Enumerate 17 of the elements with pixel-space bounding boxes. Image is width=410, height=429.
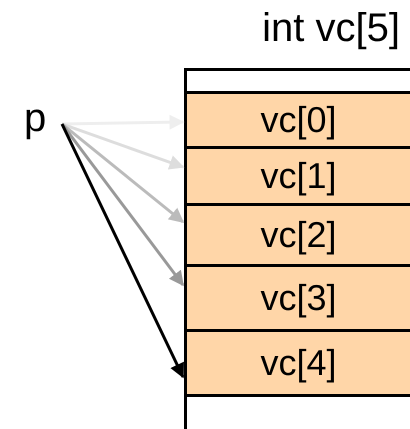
array-cell xyxy=(187,206,410,267)
pointer-arrow xyxy=(62,122,184,170)
array-cell xyxy=(187,149,410,206)
array-cell xyxy=(187,332,410,397)
pointer-arrow xyxy=(60,123,184,286)
pointer-arrow xyxy=(62,114,184,130)
cell-label: vc[0] xyxy=(260,102,337,138)
array-cell xyxy=(187,91,410,149)
pointer-arrow xyxy=(60,123,184,378)
cell-label: vc[4] xyxy=(260,345,337,381)
array-cell xyxy=(187,267,410,332)
cell-label: vc[1] xyxy=(260,158,337,194)
pointer-arrow xyxy=(61,122,184,224)
array-declaration: int vc[5] xyxy=(262,8,400,48)
cell-label: vc[2] xyxy=(260,217,337,253)
pointer-variable: p xyxy=(24,98,46,138)
cell-label: vc[3] xyxy=(260,280,337,316)
